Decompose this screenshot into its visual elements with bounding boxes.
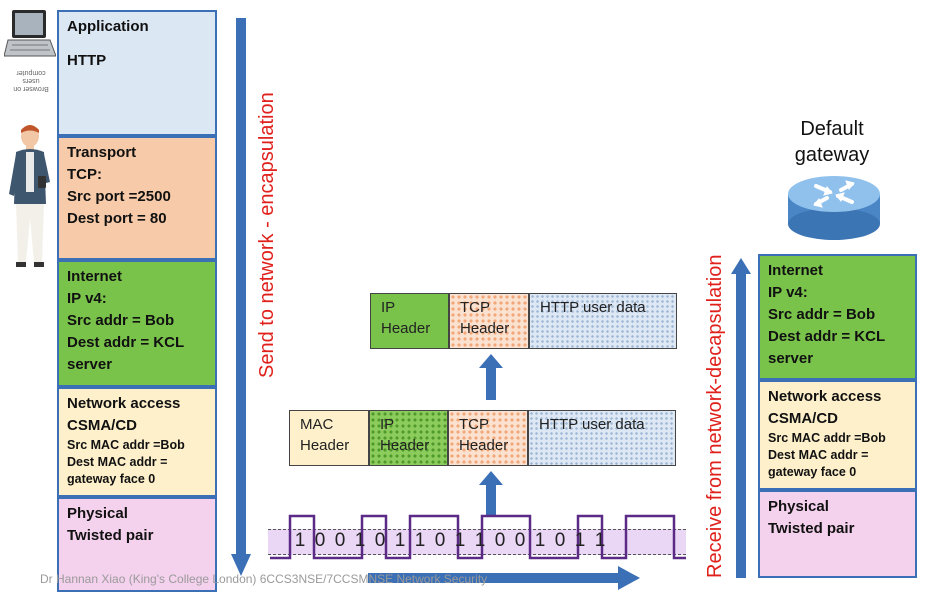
bit: 0 — [334, 530, 346, 551]
packet-text: Header — [460, 320, 510, 337]
footer-credit: Dr Hannan Xiao (King's College London) 6… — [40, 572, 488, 586]
frame-ip-header: IP Header — [369, 410, 448, 466]
layer-title: Network access — [67, 395, 181, 412]
right-arrow — [368, 566, 640, 590]
signal-band — [268, 529, 686, 555]
right-internet-layer: Internet IP v4: Src addr = Bob Dest addr… — [758, 254, 917, 380]
send-label: Send to network - encapsulation — [256, 92, 278, 378]
layer-line: IP v4: — [768, 284, 808, 301]
bit: 1 — [474, 530, 486, 551]
bit: 1 — [294, 530, 306, 551]
layer-title: Transport — [67, 144, 137, 161]
packet-text: Header — [300, 437, 350, 454]
bit: 0 — [494, 530, 506, 551]
layer-line: Src addr = Bob — [67, 312, 175, 329]
layer-line: CSMA/CD — [768, 410, 838, 427]
square-wave-signal — [270, 514, 686, 560]
laptop-caption-line: users — [22, 77, 40, 84]
layer-title: Physical — [67, 505, 128, 522]
packet-ip-header: IP Header — [370, 293, 449, 349]
bit: 1 — [594, 530, 606, 551]
layer-small-line: gateway face 0 — [768, 465, 857, 479]
packet-text: MAC — [300, 416, 334, 433]
bit: 0 — [314, 530, 326, 551]
bit: 0 — [374, 530, 386, 551]
bit: 1 — [414, 530, 426, 551]
bit: 1 — [574, 530, 586, 551]
up-arrow — [479, 471, 503, 517]
packet-text: Header — [380, 437, 430, 454]
packet-text: IP — [380, 416, 395, 433]
left-application-layer: Application HTTP — [57, 10, 217, 136]
layer-line: Dest port = 80 — [67, 210, 167, 227]
layer-small-line: Src MAC addr =Bob — [768, 431, 886, 445]
right-network-access-layer: Network access CSMA/CD Src MAC addr =Bob… — [758, 380, 917, 490]
bit: 0 — [434, 530, 446, 551]
layer-line: IP v4: — [67, 290, 107, 307]
packet-text: IP — [381, 299, 396, 316]
layer-small-line: Dest MAC addr = — [67, 455, 168, 469]
packet-http-data: HTTP user data — [529, 293, 677, 349]
bit: 1 — [534, 530, 546, 551]
packet-tcp-header: TCP Header — [449, 293, 529, 349]
layer-title: Internet — [67, 268, 123, 285]
layer-line: server — [768, 350, 814, 367]
bit-sequence: 1 0 0 1 0 1 1 0 1 1 0 0 1 0 1 1 — [290, 530, 670, 554]
receive-up-arrow — [731, 258, 751, 578]
laptop-caption-line: Browser on — [13, 85, 49, 92]
layer-small-line: gateway face 0 — [67, 472, 156, 486]
router-label-line: gateway — [794, 144, 870, 166]
left-physical-layer: Physical Twisted pair — [57, 497, 217, 592]
layer-line: HTTP — [67, 52, 107, 69]
packet-text: Header — [459, 437, 509, 454]
laptop-caption: Browser on users computer — [6, 68, 56, 92]
left-transport-layer: Transport TCP: Src port =2500 Dest port … — [57, 136, 217, 260]
layer-small-line: Src MAC addr =Bob — [67, 438, 185, 452]
up-arrow — [479, 354, 503, 400]
left-network-access-layer: Network access CSMA/CD Src MAC addr =Bob… — [57, 387, 217, 497]
frame-mac-header: MAC Header — [289, 410, 369, 466]
user-person-icon — [4, 122, 54, 270]
layer-title: Network access — [768, 388, 882, 405]
layer-line: Src port =2500 — [67, 188, 171, 205]
packet-text: TCP — [459, 416, 489, 433]
bit: 1 — [454, 530, 466, 551]
layer-line: Src addr = Bob — [768, 306, 876, 323]
packet-text: HTTP user data — [539, 416, 645, 433]
layer-title: Internet — [768, 262, 824, 279]
bit: 1 — [394, 530, 406, 551]
right-physical-layer: Physical Twisted pair — [758, 490, 917, 578]
router-label: Default gateway — [772, 116, 892, 168]
bit: 0 — [554, 530, 566, 551]
layer-line: TCP: — [67, 166, 102, 183]
layer-line: server — [67, 356, 113, 373]
layer-line: Twisted pair — [768, 520, 855, 537]
receive-label: Receive from network-decapsulation — [704, 254, 726, 579]
packet-text: HTTP user data — [540, 299, 646, 316]
layer-line: Dest addr = KCL — [67, 334, 185, 351]
frame-tcp-header: TCP Header — [448, 410, 528, 466]
laptop-icon — [3, 8, 57, 68]
laptop-caption-line: computer — [16, 69, 46, 76]
frame-http-data: HTTP user data — [528, 410, 676, 466]
packet-text: Header — [381, 320, 431, 337]
layer-title: Application — [67, 18, 149, 35]
layer-line: Dest addr = KCL — [768, 328, 886, 345]
router-label-line: Default — [800, 118, 864, 140]
left-internet-layer: Internet IP v4: Src addr = Bob Dest addr… — [57, 260, 217, 387]
bit: 1 — [354, 530, 366, 551]
layer-line: CSMA/CD — [67, 417, 137, 434]
bit: 0 — [514, 530, 526, 551]
layer-title: Physical — [768, 498, 829, 515]
router-icon — [786, 172, 882, 242]
packet-text: TCP — [460, 299, 490, 316]
layer-line: Twisted pair — [67, 527, 154, 544]
send-down-arrow — [231, 18, 251, 578]
layer-small-line: Dest MAC addr = — [768, 448, 869, 462]
